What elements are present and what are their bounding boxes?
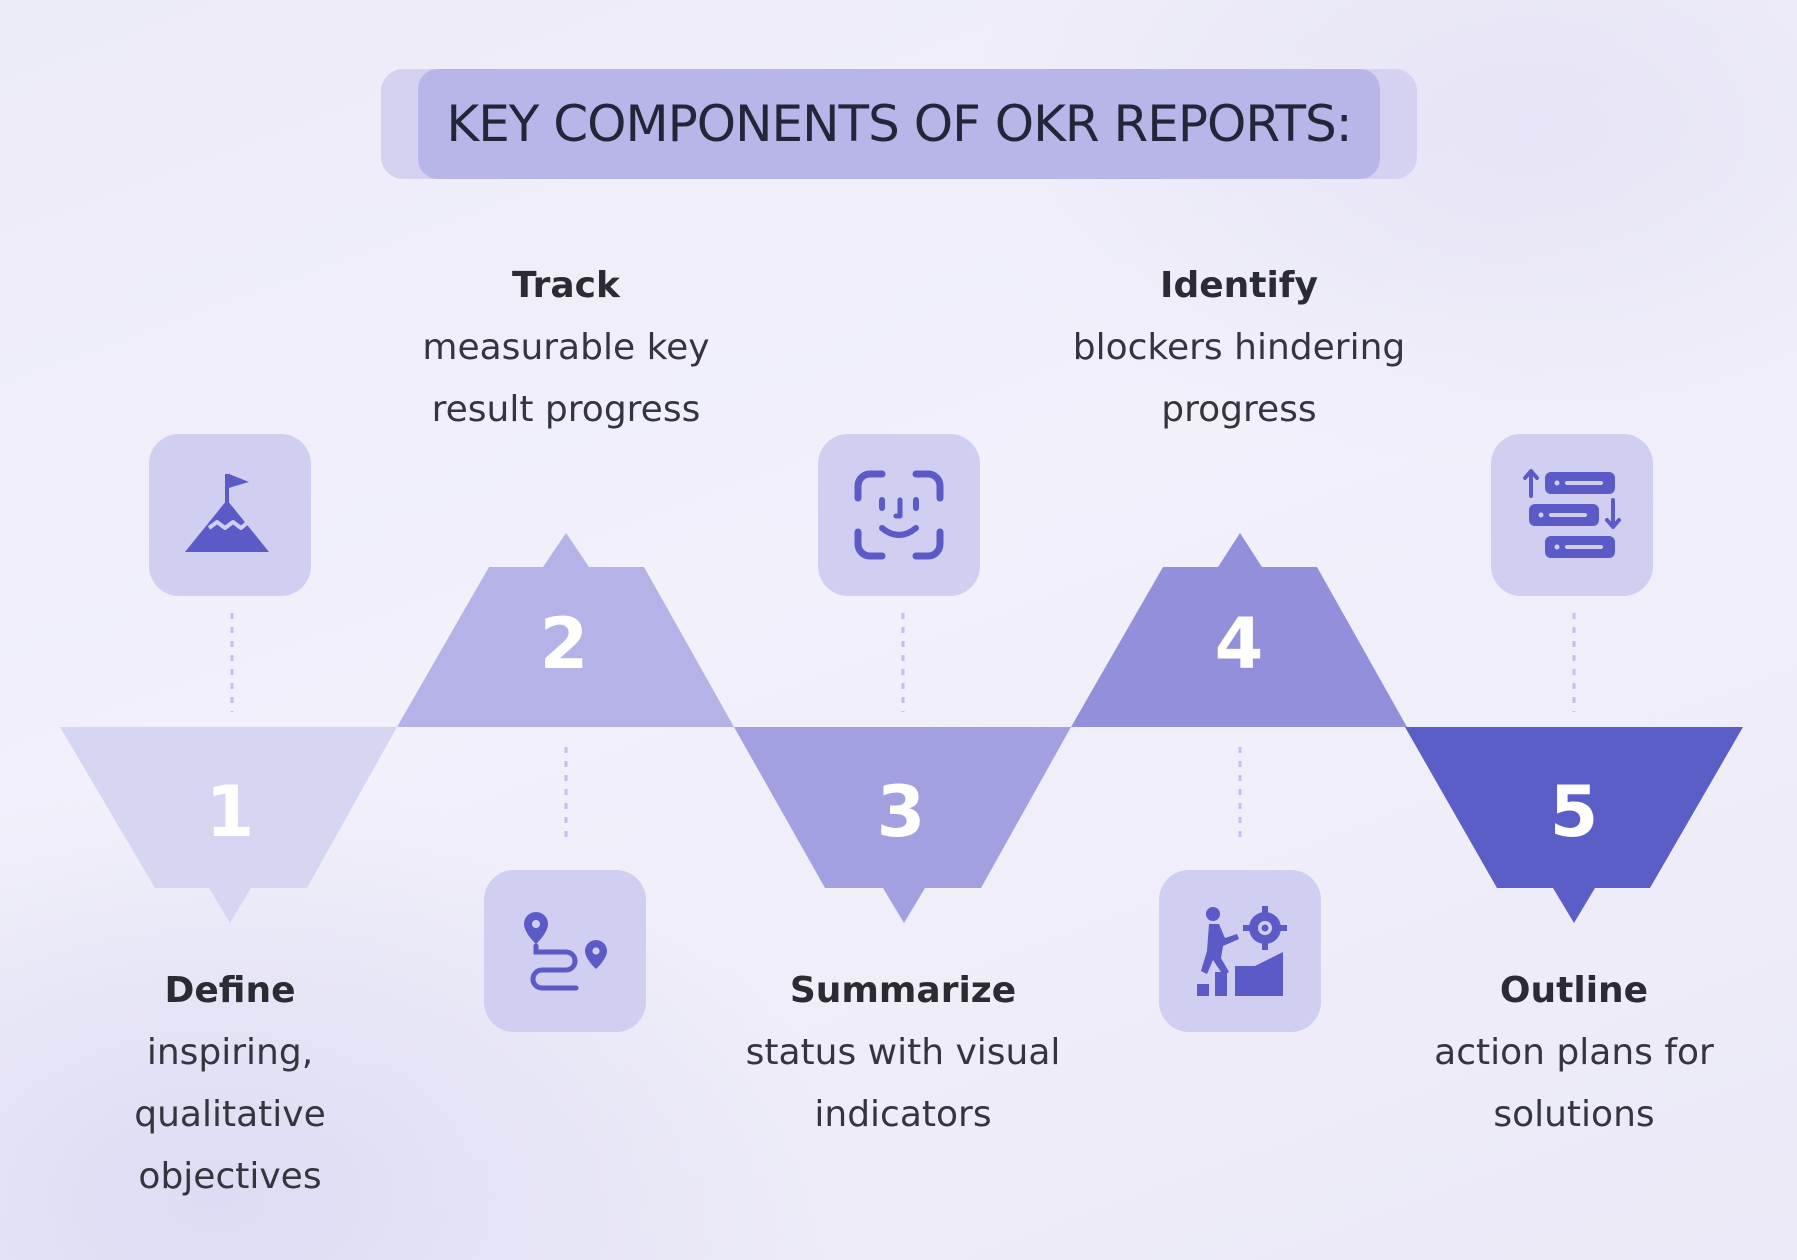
- step-5-tile: [1491, 434, 1653, 596]
- sort-list-icon: [1523, 469, 1621, 558]
- step-4-text: blockers hindering progress: [1072, 327, 1406, 430]
- step-1-heading: Define: [164, 970, 296, 1011]
- route-pins-icon: [524, 912, 607, 991]
- step-1-tile: [149, 434, 311, 596]
- step-1-shape: [60, 727, 397, 923]
- step-2-shape: [397, 533, 734, 727]
- page-title: KEY COMPONENTS OF OKR REPORTS:: [446, 95, 1352, 153]
- step-4-number: 4: [1215, 603, 1264, 685]
- step-1-number: 1: [206, 771, 255, 853]
- step-3-heading: Summarize: [789, 970, 1017, 1011]
- step-1-text: inspiring, qualitative objectives: [134, 1032, 326, 1197]
- step-4-caption: Identify blockers hindering progress: [1029, 255, 1449, 441]
- mountain-flag-icon: [185, 474, 269, 552]
- step-3-number: 3: [877, 771, 926, 853]
- step-5-caption: Outline action plans for solutions: [1364, 960, 1784, 1146]
- step-2-heading: Track: [512, 265, 620, 306]
- step-5-number: 5: [1550, 771, 1599, 853]
- step-4-shape: [1071, 533, 1407, 727]
- face-scan-icon: [854, 470, 944, 560]
- title-banner: KEY COMPONENTS OF OKR REPORTS:: [381, 69, 1417, 179]
- step-3-shape: [734, 727, 1071, 923]
- step-4-heading: Identify: [1160, 265, 1318, 306]
- climb-gear-icon: [1197, 906, 1287, 996]
- step-1-caption: Define inspiring, qualitative objectives: [20, 960, 440, 1208]
- step-5-text: action plans for solutions: [1434, 1032, 1714, 1135]
- step-2-number: 2: [540, 603, 589, 685]
- step-2-text: measurable key result progress: [422, 327, 710, 430]
- step-3-tile: [818, 434, 980, 596]
- step-5-heading: Outline: [1499, 970, 1649, 1011]
- step-2-tile: [484, 870, 646, 1032]
- step-3-caption: Summarize status with visual indicators: [693, 960, 1113, 1146]
- step-4-tile: [1159, 870, 1321, 1032]
- step-5-shape: [1405, 727, 1743, 923]
- title-banner-panel: KEY COMPONENTS OF OKR REPORTS:: [418, 69, 1380, 179]
- step-2-caption: Track measurable key result progress: [356, 255, 776, 441]
- step-3-text: status with visual indicators: [745, 1032, 1061, 1135]
